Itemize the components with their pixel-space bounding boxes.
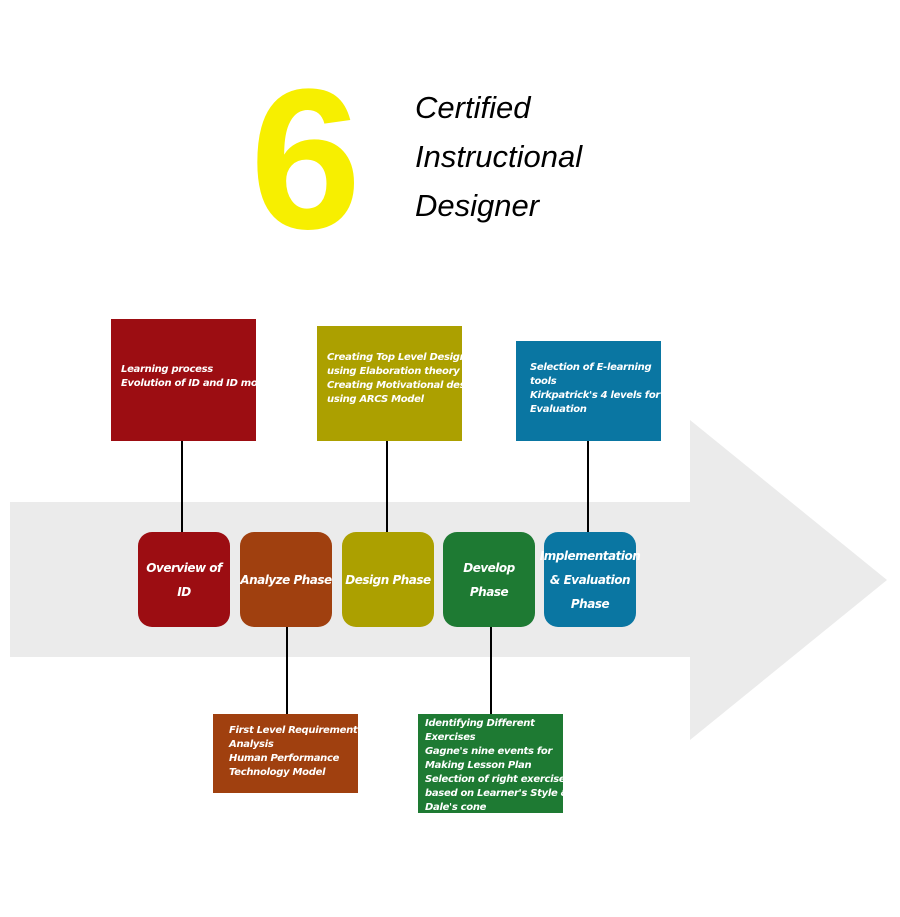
phase-label: Develop Phase <box>463 560 515 599</box>
detail-text: Evaluation <box>530 404 587 415</box>
phase-develop: Develop Phase <box>443 532 535 627</box>
title-line-1: Certified <box>415 90 531 125</box>
phase-label: Overview of ID <box>146 560 222 599</box>
detail-text: tools <box>530 376 557 387</box>
connector-line <box>490 627 492 714</box>
detail-box-implementation: Selection of E-learning tools Kirkpatric… <box>516 341 661 441</box>
phase-analyze: Analyze Phase <box>240 532 332 627</box>
detail-text: First Level Requirement <box>229 725 358 736</box>
detail-box-analyze: First Level Requirement Analysis Human P… <box>213 714 358 793</box>
connector-line <box>587 441 589 532</box>
phase-label: Implementation & Evaluation Phase <box>539 548 641 611</box>
detail-text: using ARCS Model <box>327 394 424 405</box>
detail-text: Dale's cone <box>425 802 487 813</box>
title-line-2: Instructional <box>415 139 583 174</box>
phase-label: Design Phase <box>345 572 431 587</box>
detail-text: Learning process <box>121 364 213 375</box>
phase-design: Design Phase <box>342 532 434 627</box>
detail-text: Gagne's nine events for <box>425 746 553 757</box>
detail-text: Technology Model <box>229 767 326 778</box>
detail-text: Analysis <box>229 739 274 750</box>
phase-overview: Overview of ID <box>138 532 230 627</box>
connector-line <box>181 441 183 532</box>
detail-text: Selection of E-learning <box>530 362 652 373</box>
detail-text: Creating Motivational design <box>327 380 483 391</box>
detail-box-develop: Identifying Different Exercises Gagne's … <box>418 714 571 813</box>
detail-box-overview: Learning process Evolution of ID and ID … <box>111 319 280 441</box>
detail-text: Exercises <box>425 732 476 743</box>
detail-text: Creating Top Level Design <box>327 352 467 363</box>
detail-text: Making Lesson Plan <box>425 760 532 771</box>
phase-label: Analyze Phase <box>240 572 332 587</box>
number-six: 6 <box>250 48 362 271</box>
detail-text: Identifying Different <box>425 718 535 729</box>
detail-text: using Elaboration theory <box>327 366 460 377</box>
detail-text: Human Performance <box>229 753 340 764</box>
detail-text: Evolution of ID and ID models <box>121 378 280 389</box>
connector-line <box>286 627 288 714</box>
detail-text: Kirkpatrick's 4 levels for <box>530 390 661 401</box>
detail-text: based on Learner's Style & <box>425 788 570 799</box>
connector-line <box>386 441 388 532</box>
detail-text: Selection of right exercises <box>425 774 571 785</box>
title-line-3: Designer <box>415 188 540 223</box>
phase-implementation: Implementation & Evaluation Phase <box>540 532 641 627</box>
detail-box-design: Creating Top Level Design using Elaborat… <box>317 326 483 441</box>
